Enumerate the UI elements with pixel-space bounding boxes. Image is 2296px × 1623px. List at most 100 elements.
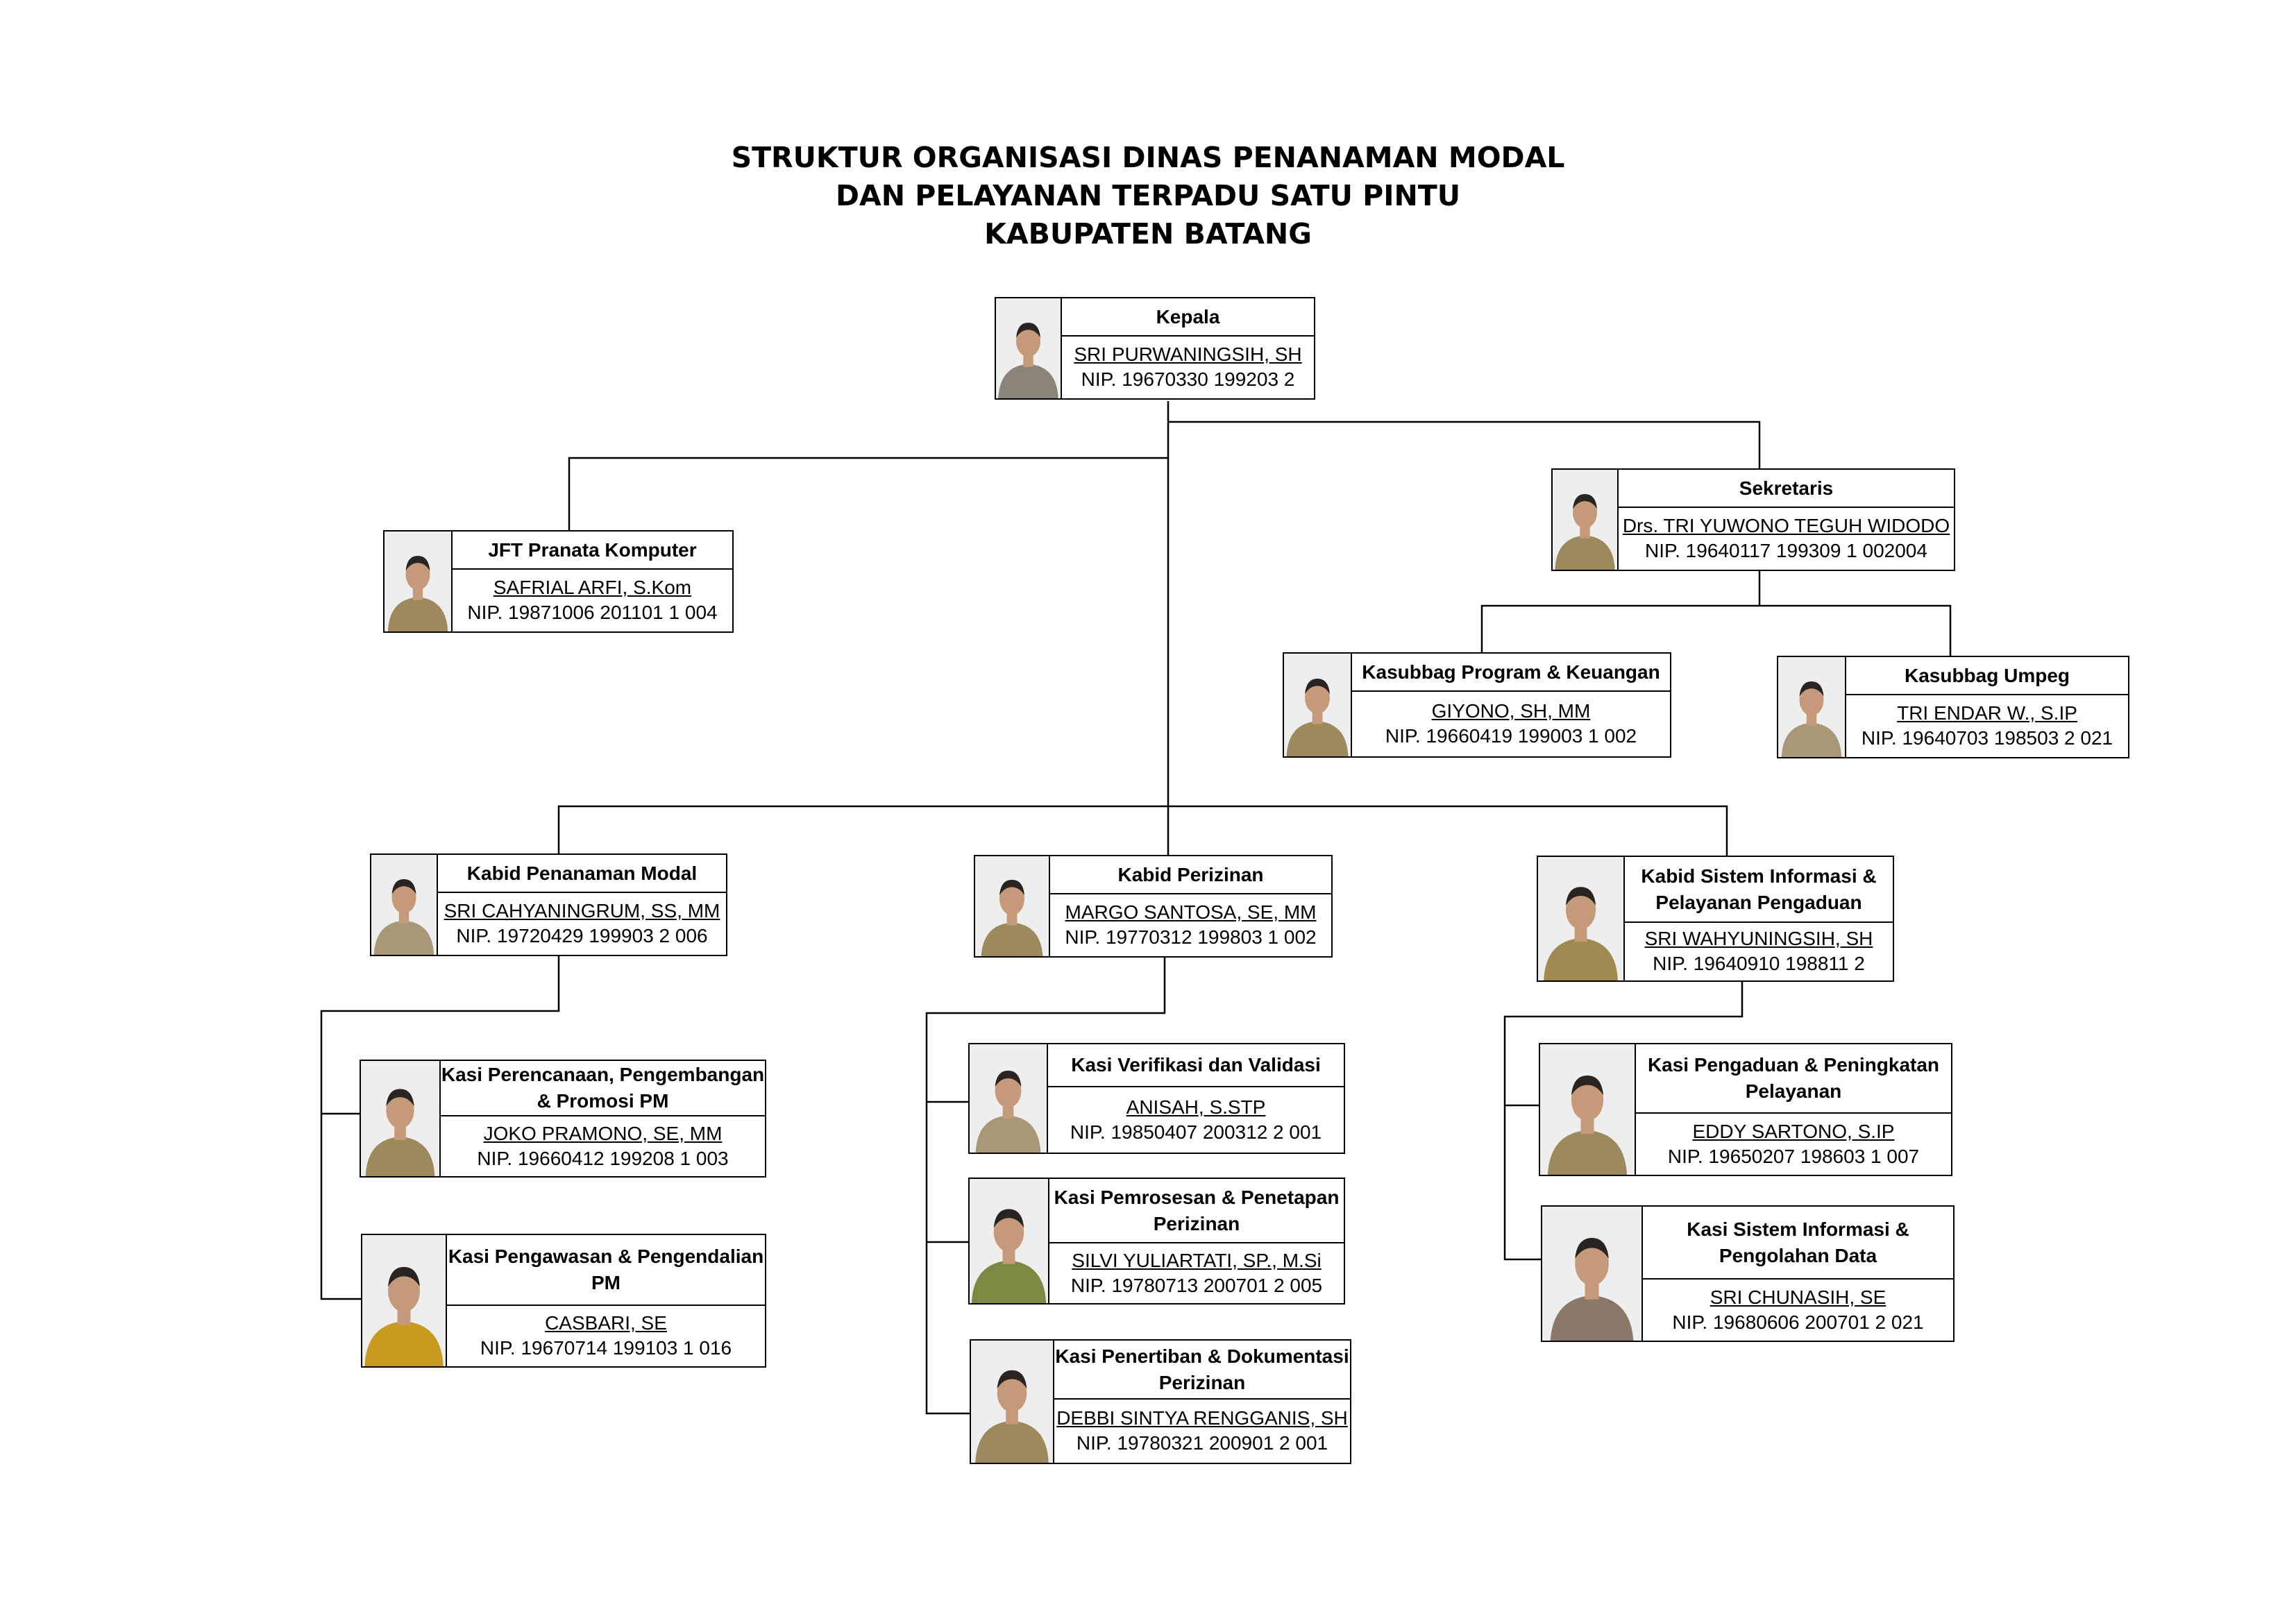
- official-nip: NIP. 19850407 200312 2 001: [1070, 1121, 1322, 1143]
- connector-line: [1503, 982, 1744, 1261]
- position-title: Kabid Sistem Informasi & Pelayanan Penga…: [1625, 857, 1893, 923]
- official-nip: NIP. 19770312 199803 1 002: [1065, 926, 1317, 948]
- position-title: JFT Pranata Komputer: [453, 532, 732, 570]
- official-nip: NIP. 19660412 199208 1 003: [477, 1147, 729, 1169]
- official-name: DEBBI SINTYA RENGGANIS, SH: [1056, 1407, 1348, 1429]
- official-name: TRI ENDAR W., S.IP: [1897, 702, 2077, 724]
- connector-line: [320, 956, 560, 1300]
- official-nip: NIP. 19640703 198503 2 021: [1861, 727, 2113, 749]
- official-nip: NIP. 19780321 200901 2 001: [1076, 1432, 1328, 1454]
- official-nip: NIP. 19650207 198603 1 007: [1667, 1145, 1920, 1167]
- person-photo-icon: [361, 1061, 441, 1176]
- official-name: GIYONO, SH, MM: [1431, 700, 1591, 722]
- position-card-kasi-perencanaan: Kasi Perencanaan, Pengembangan & Promosi…: [360, 1060, 766, 1178]
- connector-line: [557, 805, 1728, 856]
- official-name: SRI CAHYANINGRUM, SS, MM: [444, 900, 720, 921]
- official-nip: NIP. 19640117 199309 1 002004: [1645, 540, 1927, 561]
- position-title: Kasi Sistem Informasi & Pengolahan Data: [1643, 1207, 1953, 1280]
- position-info: Kabid Sistem Informasi & Pelayanan Penga…: [1625, 857, 1893, 980]
- person-photo-icon: [996, 298, 1062, 398]
- chart-title-line-3: KABUPATEN BATANG: [984, 217, 1312, 250]
- official-name: MARGO SANTOSA, SE, MM: [1065, 901, 1317, 923]
- official-name: Drs. TRI YUWONO TEGUH WIDODO: [1622, 515, 1950, 536]
- person-photo-icon: [970, 1179, 1049, 1303]
- position-title: Kepala: [1062, 298, 1314, 337]
- connector-line: [1168, 420, 1761, 468]
- position-title: Kasi Penertiban & Dokumentasi Perizinan: [1054, 1341, 1350, 1400]
- official-nip: NIP. 19670330 199203 2: [1081, 368, 1295, 390]
- official-nip: NIP. 19660419 199003 1 002: [1385, 725, 1637, 747]
- person-photo-icon: [371, 855, 438, 955]
- official-nip: NIP. 19720429 199903 2 006: [456, 925, 708, 946]
- official-name: CASBARI, SE: [545, 1312, 667, 1334]
- official-nip: NIP. 19680606 200701 2 021: [1672, 1311, 1924, 1333]
- official-nip: NIP. 19780713 200701 2 005: [1070, 1274, 1323, 1296]
- position-card-kabid-sistem: Kabid Sistem Informasi & Pelayanan Penga…: [1537, 856, 1894, 982]
- person-photo-icon: [1540, 1044, 1636, 1175]
- position-title: Kasi Verifikasi dan Validasi: [1048, 1044, 1344, 1087]
- official-name: SRI CHUNASIH, SE: [1710, 1286, 1886, 1308]
- position-title: Kasi Pengaduan & Peningkatan Pelayanan: [1636, 1044, 1951, 1114]
- official-name: EDDY SARTONO, S.IP: [1692, 1120, 1895, 1142]
- position-info: Kasi Perencanaan, Pengembangan & Promosi…: [441, 1061, 765, 1176]
- person-photo-icon: [1778, 657, 1846, 757]
- official-name: SRI WAHYUNINGSIH, SH: [1644, 928, 1873, 949]
- official-name: SAFRIAL ARFI, S.Kom: [493, 577, 692, 598]
- position-title: Sekretaris: [1619, 470, 1954, 508]
- official-nip: NIP. 19670714 199103 1 016: [480, 1337, 732, 1359]
- person-photo-icon: [385, 532, 453, 631]
- person-photo-icon: [970, 1044, 1048, 1153]
- connector-line: [925, 958, 1166, 1415]
- person-photo-icon: [971, 1341, 1054, 1463]
- person-photo-icon: [1553, 470, 1619, 570]
- official-nip: NIP. 19871006 201101 1 004: [467, 602, 718, 623]
- official-name: SILVI YULIARTATI, SP., M.Si: [1072, 1249, 1322, 1271]
- official-name: SRI PURWANINGSIH, SH: [1074, 343, 1302, 365]
- official-name: ANISAH, S.STP: [1126, 1096, 1266, 1118]
- person-photo-icon: [362, 1235, 447, 1366]
- chart-title-line-2: DAN PELAYANAN TERPADU SATU PINTU: [835, 179, 1461, 212]
- position-title: Kasubbag Program & Keuangan: [1352, 654, 1670, 692]
- chart-title-line-1: STRUKTUR ORGANISASI DINAS PENANAMAN MODA…: [731, 141, 1565, 174]
- position-title: Kasubbag Umpeg: [1846, 657, 2128, 695]
- person-photo-icon: [975, 856, 1050, 956]
- official-nip: NIP. 19640910 198811 2: [1653, 953, 1865, 974]
- connector-line: [1759, 604, 1952, 656]
- position-card-kasi-pengawasan: Kasi Pengawasan & Pengendalian PM CASBARI…: [361, 1234, 766, 1368]
- position-title: Kabid Perizinan: [1050, 856, 1331, 894]
- position-title: Kasi Pengawasan & Pengendalian PM: [447, 1235, 765, 1306]
- position-title: Kasi Pemrosesan & Penetapan Perizinan: [1049, 1179, 1344, 1243]
- connector-line: [1480, 571, 1761, 652]
- person-photo-icon: [1538, 857, 1625, 980]
- person-photo-icon: [1542, 1207, 1643, 1341]
- position-title: Kasi Perencanaan, Pengembangan & Promosi…: [441, 1061, 765, 1116]
- position-title: Kabid Penanaman Modal: [438, 855, 726, 893]
- position-info: Kasi Pengawasan & Pengendalian PM CASBARI…: [447, 1235, 765, 1366]
- connector-line: [568, 457, 1168, 530]
